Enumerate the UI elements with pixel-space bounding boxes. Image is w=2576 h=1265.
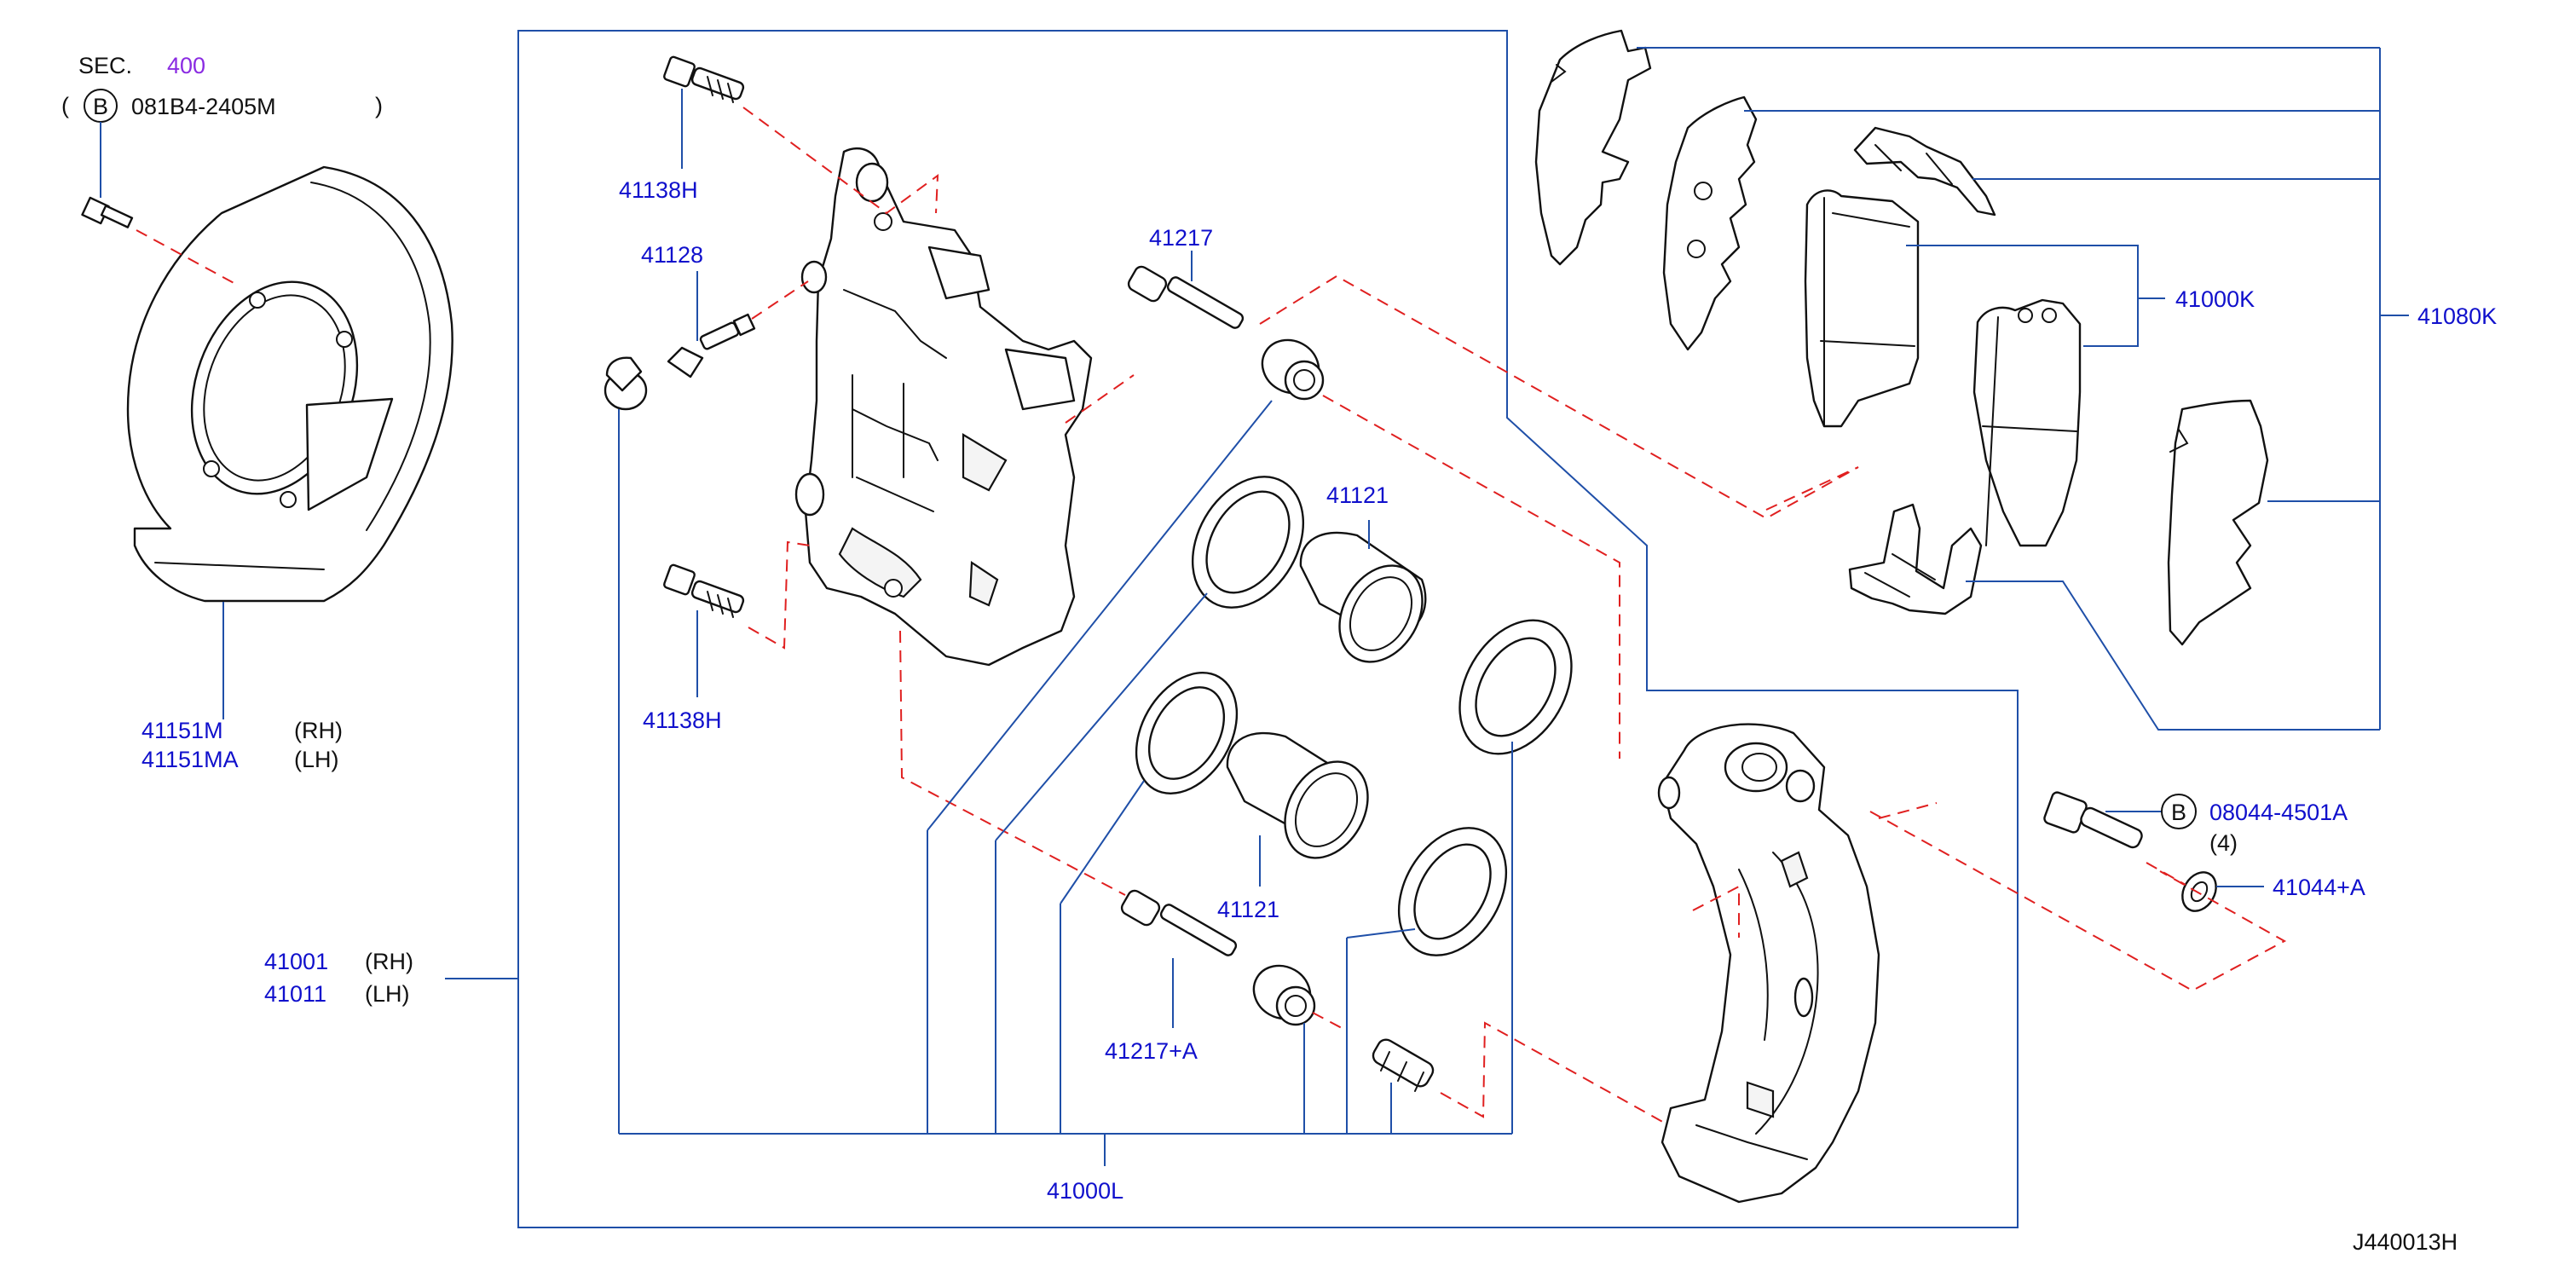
dust-boot-lower	[1397, 827, 1508, 956]
brake-pad-inner	[1972, 298, 2082, 547]
caliper-support-bracket	[1657, 723, 1880, 1204]
label-41121-bottom: 41121	[1217, 897, 1279, 922]
paren-close: )	[375, 93, 383, 118]
bolt-badge-letter-right: B	[2171, 800, 2186, 825]
side-rh-41001: (RH)	[365, 949, 413, 974]
bolt-badge-letter: B	[93, 94, 108, 119]
leaders-41000l	[619, 400, 1513, 1166]
label-41217a: 41217+A	[1105, 1038, 1198, 1064]
pad-shim-right	[2167, 399, 2269, 646]
bolt-41138h-top	[663, 55, 745, 103]
label-41217: 41217	[1149, 225, 1213, 251]
label-41138h-top: 41138H	[619, 177, 698, 203]
label-41011: 41011	[264, 981, 326, 1007]
dust-shield-bolt	[81, 122, 134, 228]
brake-pad-outer	[1804, 189, 1920, 428]
label-41000l: 41000L	[1047, 1178, 1123, 1204]
side-lh-41011: (LH)	[365, 981, 410, 1007]
label-41151ma: 41151MA	[142, 747, 239, 772]
bracket-bolt	[2043, 791, 2143, 849]
side-rh-41151m: (RH)	[294, 718, 343, 743]
leaders-41080k	[1637, 47, 2409, 731]
pad-shim-inner	[1662, 95, 1758, 351]
sec-reference: SEC. 400 ( B 081B4-2405M )	[61, 53, 383, 123]
guide-pin-41217	[1127, 265, 1245, 329]
pad-retainer-clip-bottom	[1848, 503, 1983, 615]
caliper-assembly-frame	[517, 30, 2019, 1228]
label-41001: 41001	[264, 949, 328, 974]
side-lh-41151ma: (LH)	[294, 747, 339, 772]
paren-open: (	[61, 93, 69, 118]
leaders-41000k	[1906, 245, 2165, 347]
label-08044-4501a: 08044-4501A	[2209, 800, 2348, 825]
label-41151m: 41151M	[142, 718, 223, 743]
pad-shim-outer	[1534, 29, 1652, 266]
label-41138h-bottom: 41138H	[643, 708, 722, 733]
guide-pin-41217a	[1120, 889, 1238, 956]
label-41128: 41128	[641, 242, 703, 268]
dust-boot-upper	[1458, 619, 1573, 755]
pin-sleeve	[1372, 1038, 1435, 1092]
label-41000k: 41000K	[2175, 286, 2255, 312]
piston-upper	[1299, 531, 1427, 663]
label-qty-4: (4)	[2209, 830, 2238, 856]
label-41044a: 41044+A	[2273, 875, 2365, 900]
pad-retainer-clip-top	[1853, 126, 1996, 217]
diagram-code: J440013H	[2353, 1229, 2458, 1255]
dust-shield	[126, 165, 453, 603]
seal-ring-lower	[1135, 672, 1239, 794]
bolt-part-number: 081B4-2405M	[131, 94, 276, 119]
seal-ring-upper	[1191, 476, 1305, 609]
pin-boot-lower	[1252, 964, 1316, 1026]
caliper-body	[794, 147, 1093, 667]
bleeder-41128	[604, 313, 756, 411]
washer-41044a	[2181, 871, 2217, 912]
pin-boot-upper	[1261, 338, 1325, 401]
piston-lower	[1226, 731, 1369, 859]
sec-prefix: SEC.	[78, 53, 132, 78]
label-41080k: 41080K	[2417, 303, 2497, 329]
label-41121-top: 41121	[1326, 482, 1389, 508]
bolt-badge-circle-right	[2161, 794, 2197, 829]
bolt-41138h-bottom	[663, 563, 745, 618]
sec-number: 400	[167, 53, 205, 78]
